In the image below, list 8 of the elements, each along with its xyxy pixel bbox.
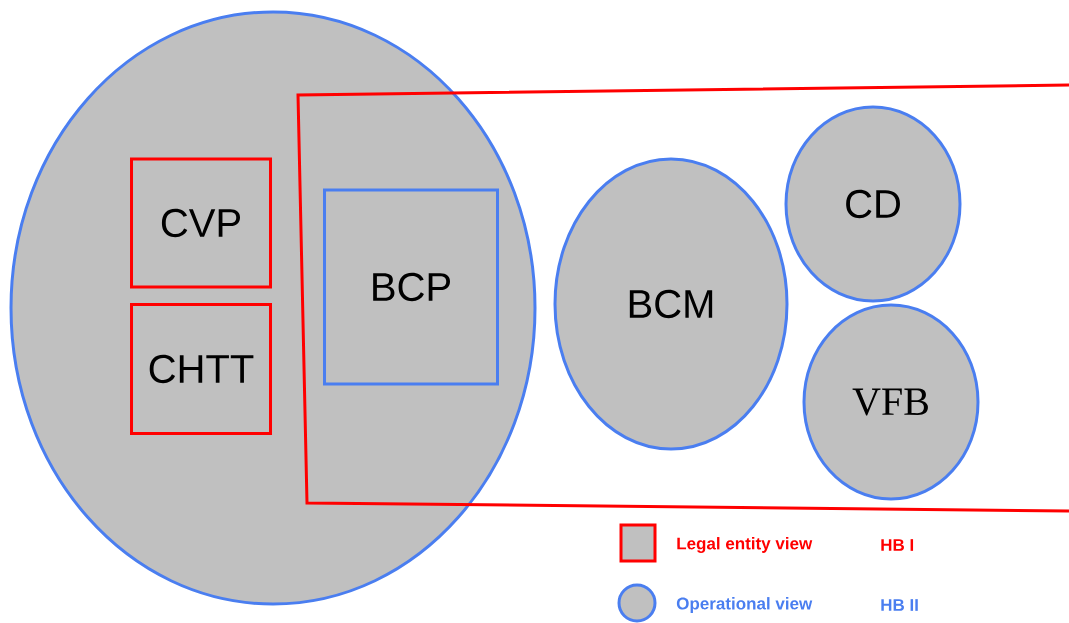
view-label: HB II [881, 599, 918, 611]
boundary-outline [296, 83, 1069, 513]
entity-box: CVP [130, 157, 272, 289]
legend-label: Operational view [676, 597, 813, 613]
entity-box: BCP [323, 188, 499, 386]
entity-box: CHTT [130, 303, 272, 435]
view-label: HB I [881, 539, 914, 551]
legend-label: Legal entity view [677, 537, 813, 553]
